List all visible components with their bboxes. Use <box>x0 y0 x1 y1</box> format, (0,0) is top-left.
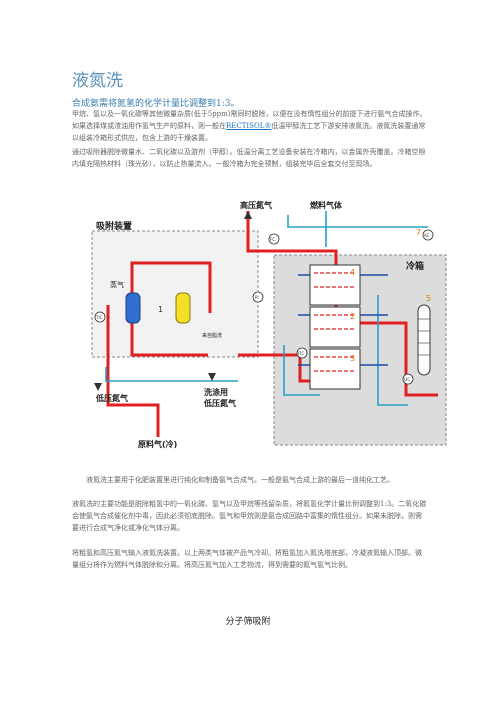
tic-instrument <box>94 311 106 323</box>
wash-lp-n2-label-1: 洗涤用 <box>204 387 228 397</box>
lic-instrument <box>402 373 414 385</box>
tag-2: 2 <box>350 312 355 321</box>
tag-4: 4 <box>350 268 355 277</box>
wash-lp-n2-label-2: 低压氮气 <box>203 398 236 408</box>
exchanger-2 <box>309 306 361 348</box>
section-heading: 分子筛吸附 <box>225 617 271 627</box>
paragraph-intro-text-a: 甲烷、氩以及一氧化碳等其他微量杂质(低于5ppm)需同时脱除，以便在没有惰性组分… <box>72 110 427 130</box>
wash-column <box>417 304 431 376</box>
coldbox-label: 冷箱 <box>406 260 424 272</box>
paragraph-drying: 通过吸附器脱除微量水、二氧化碳以及游剂（甲醇）。低温分离工艺设备安装在冷箱内，以… <box>72 148 426 168</box>
rectisol-link[interactable]: RECTISOL® <box>226 122 272 130</box>
tag-5: 5 <box>426 294 431 303</box>
tag-ac: AC <box>424 233 430 238</box>
exchanger-3 <box>309 348 361 390</box>
tag-tic: TIC <box>95 315 103 320</box>
ac-instrument <box>422 229 434 241</box>
regen-label: 来自脂洗 <box>202 332 222 339</box>
paragraph-process: 将粗氢和高压氮气输入液氮洗装置。以上两类气体被产品气冷却。将粗氢加入氮洗塔底部，… <box>72 549 422 569</box>
tag-pi: PI <box>255 295 259 300</box>
lp-n2-label: 低压氮气 <box>95 393 128 403</box>
adsorber-vessel-b <box>175 292 191 324</box>
tag-3: 3 <box>350 354 355 363</box>
paragraph-function: 液氮洗的主要功能是脱除粗氢中的一氧化碳、氩气以及甲烷等残留杂质，将氮氢化学计量比… <box>72 500 427 532</box>
tag-lic: LIC <box>404 377 410 382</box>
feed-gas-label: 原料气(冷) <box>138 439 177 449</box>
adsorber-vessel-a <box>125 292 141 324</box>
tag-fc: FC <box>270 237 275 242</box>
tag-7: 7 <box>416 228 421 237</box>
hp-n2-label: 高压氮气 <box>240 200 272 210</box>
fc-instrument-1 <box>268 233 280 245</box>
fuel-gas-label: 燃料气体 <box>310 200 343 210</box>
steam-label: 蒸气 <box>110 280 124 289</box>
adsorber-label: 吸附装置 <box>96 220 132 232</box>
page-title: 液氮洗 <box>72 71 123 91</box>
tag-1: 1 <box>158 305 163 314</box>
paragraph-purpose: 液氮洗主要用于化肥装置里进行纯化和制备氨气合成气。一般是氨气合成上游的最后一道纯… <box>86 476 394 484</box>
paragraph-intro: 甲烷、氩以及一氧化碳等其他微量杂质(低于5ppm)需同时脱除，以便在没有惰性组分… <box>72 108 428 144</box>
adsorber-frame <box>91 230 259 358</box>
process-diagram: 冷箱 吸附装置 高压氮气 燃料气体 1 蒸气 来自脂洗 4 2 3 <box>88 195 458 457</box>
paragraph-intro-text-b: 低温甲醇洗工艺下游安排液氮洗。液氮洗装置通常以组装冷箱形式供应，包含上游的干燥装… <box>72 122 426 142</box>
exchanger-4 <box>309 264 361 306</box>
pi-instrument <box>252 291 264 303</box>
subtitle: 合成氨需将氮氢的化学计量比调整到1:3。 <box>72 99 240 109</box>
fic-instrument <box>296 347 308 359</box>
tag-fic: FIC <box>298 351 304 356</box>
